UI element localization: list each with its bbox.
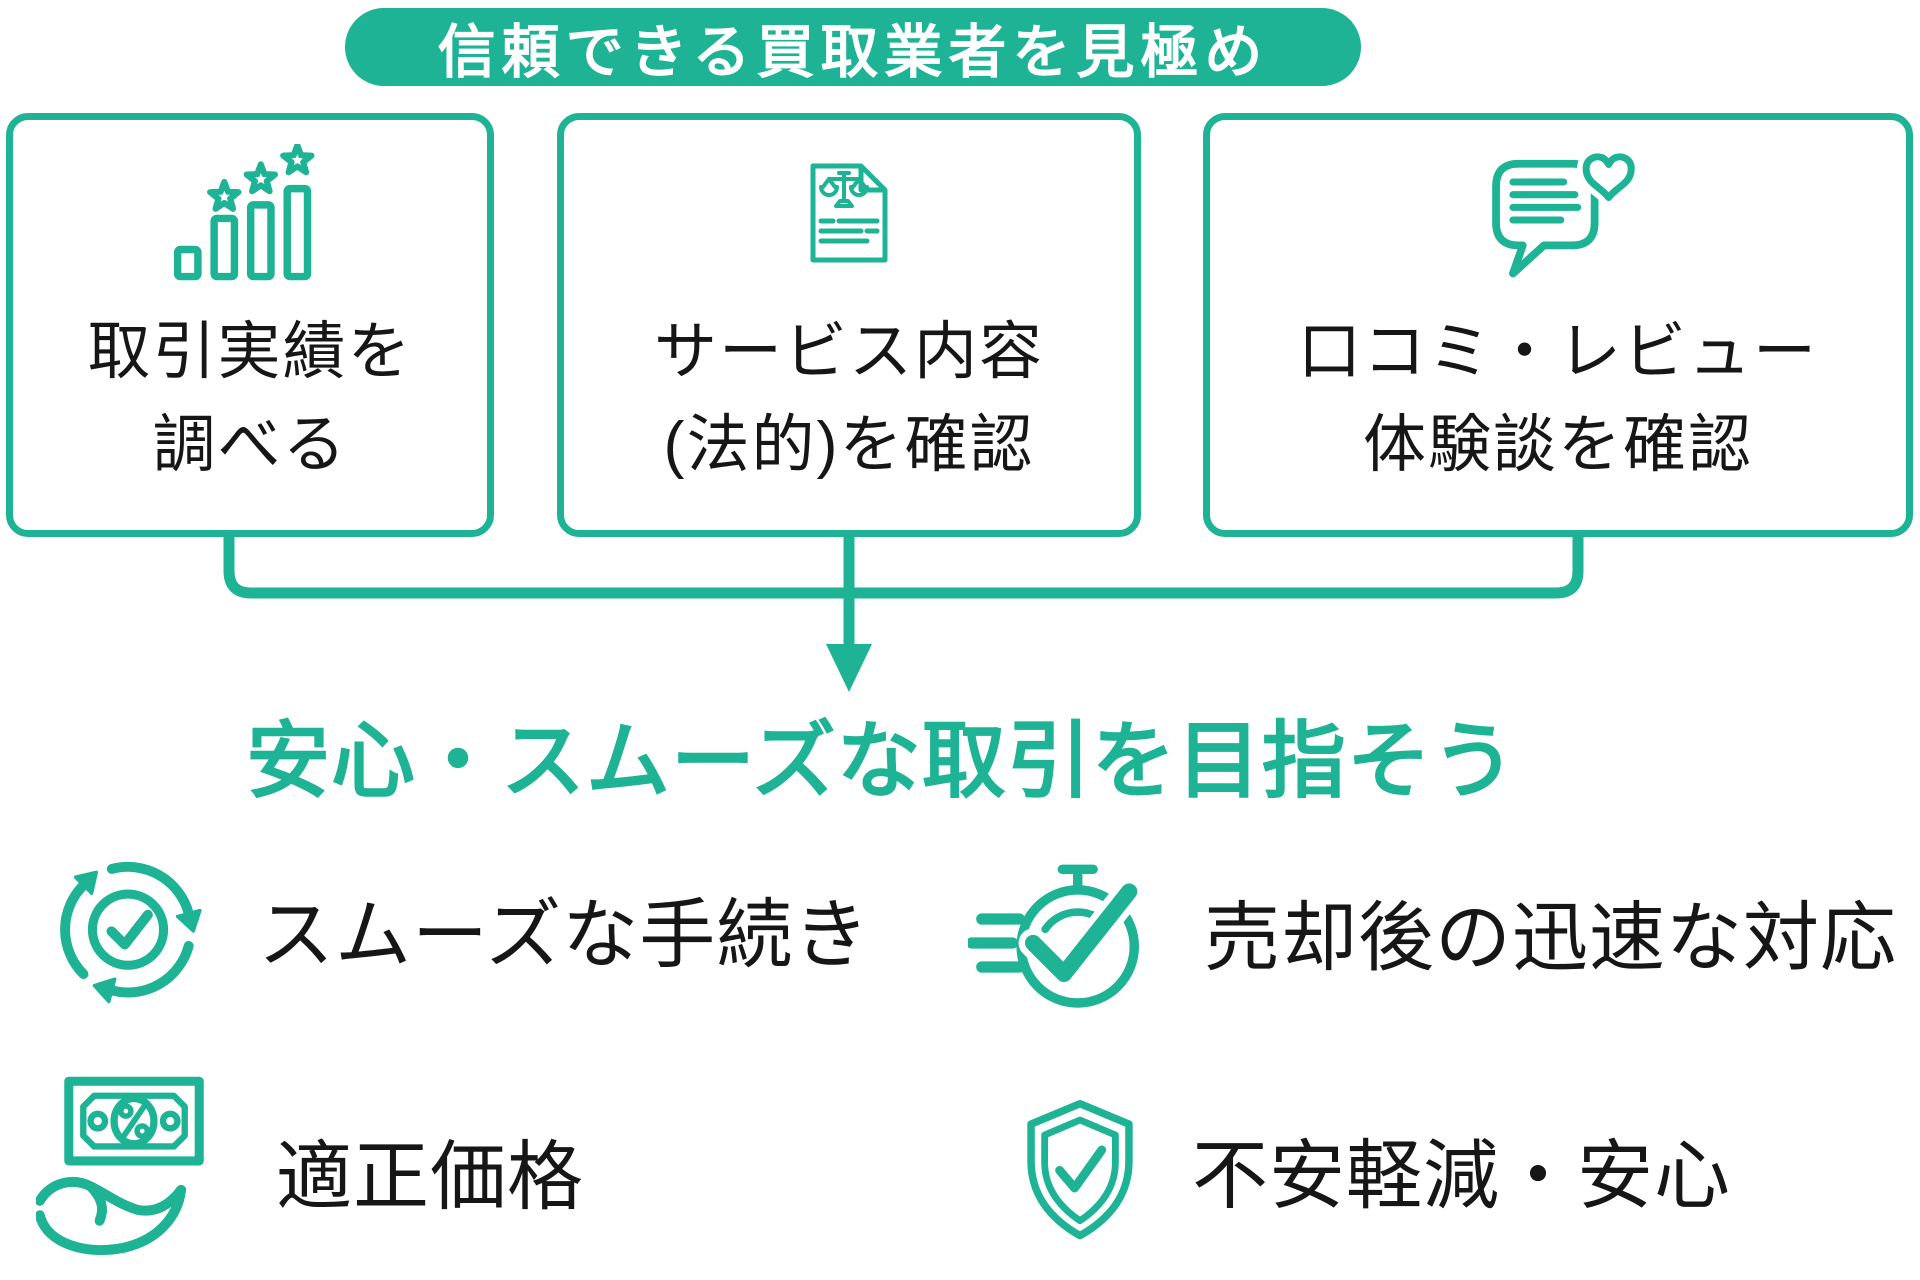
step-card-service-content: サービス内容 (法的)を確認 xyxy=(557,113,1141,537)
performance-chart-stars-icon xyxy=(171,144,329,282)
step-line: 体験談を確認 xyxy=(1363,410,1753,481)
step-card-transaction-record: 取引実績を 調べる xyxy=(6,113,494,537)
header-banner-label: 信頼できる買取業者を見極め xyxy=(437,20,1269,85)
step-line: サービス内容 xyxy=(654,317,1044,387)
review-speech-bubble-heart-icon xyxy=(1479,144,1637,282)
banknote-hand-icon xyxy=(36,1076,204,1256)
shield-check-icon xyxy=(1027,1099,1133,1240)
benefit-label: スムーズな手続き xyxy=(258,893,871,978)
down-arrow xyxy=(826,644,872,692)
step-line: (法的)を確認 xyxy=(663,410,1035,481)
cycle-check-icon xyxy=(60,861,202,1004)
step-line: 取引実績を xyxy=(87,317,413,387)
header-banner: 信頼できる買取業者を見極め xyxy=(345,8,1361,86)
step-text: 口コミ・レビュー 体験談を確認 xyxy=(1298,306,1818,492)
benefit-item-quick-response: 売却後の迅速な対応 xyxy=(968,838,1897,1024)
legal-document-scales-icon xyxy=(799,144,899,282)
benefit-item-smooth-procedure: スムーズな手続き xyxy=(42,842,870,1014)
conclusion-heading: 安心・スムーズな取引を目指そう xyxy=(246,714,1517,808)
step-text: 取引実績を 調べる xyxy=(88,306,413,492)
step-line: 口コミ・レビュー xyxy=(1298,317,1818,387)
step-text: サービス内容 (法的)を確認 xyxy=(654,306,1044,492)
stopwatch-check-icon xyxy=(968,864,1144,1008)
benefit-item-fair-price: 適正価格 xyxy=(36,1074,584,1266)
benefit-label: 不安軽減・安心 xyxy=(1192,1134,1731,1219)
step-line: 調べる xyxy=(152,410,348,481)
benefit-item-peace-of-mind: 不安軽減・安心 xyxy=(1012,1090,1731,1248)
benefit-label: 売却後の迅速な対応 xyxy=(1204,896,1897,981)
benefit-label: 適正価格 xyxy=(276,1135,584,1220)
step-card-reviews: 口コミ・レビュー 体験談を確認 xyxy=(1203,113,1913,537)
